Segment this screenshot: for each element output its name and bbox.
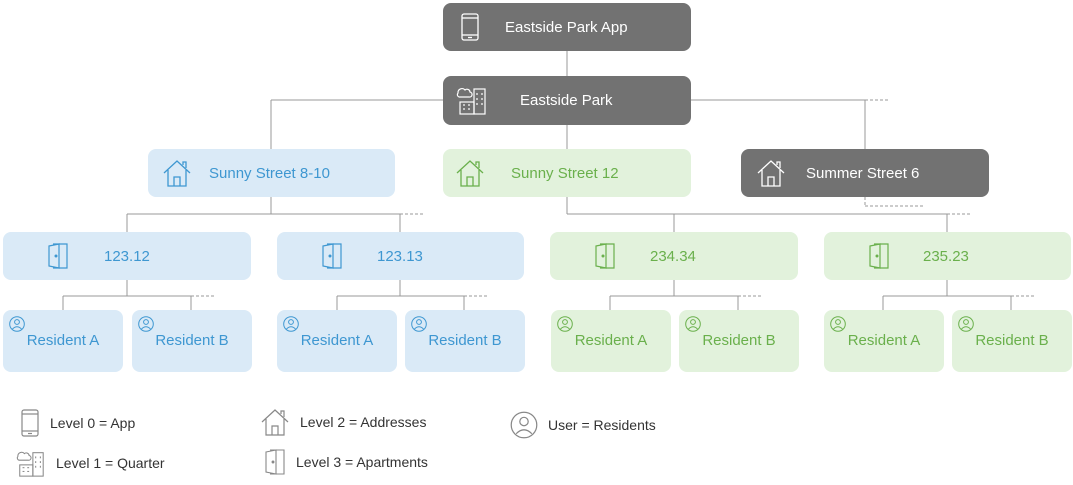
- node-address-label: Sunny Street 8-10: [209, 164, 330, 182]
- node-address-label: Summer Street 6: [806, 164, 920, 182]
- user-icon: [411, 316, 427, 332]
- node-app[interactable]: Eastside Park App: [443, 3, 691, 51]
- user-icon: [685, 316, 701, 332]
- buildings-icon: [16, 451, 44, 477]
- resident-label: Resident A: [300, 332, 374, 349]
- resident-label: Resident B: [975, 332, 1049, 349]
- resident-label: Resident A: [847, 332, 921, 349]
- house-icon: [261, 409, 289, 436]
- legend-level0-label: Level 0 = App: [50, 415, 136, 431]
- resident-node[interactable]: Resident A: [277, 310, 397, 372]
- node-apartment-235-23[interactable]: 235.23: [824, 232, 1071, 280]
- resident-node[interactable]: Resident A: [824, 310, 944, 372]
- resident-node[interactable]: Resident B: [132, 310, 252, 372]
- user-icon: [557, 316, 573, 332]
- legend-level0: Level 0 = App: [20, 409, 135, 437]
- resident-label: Resident A: [26, 332, 100, 349]
- legend-level3: Level 3 = Apartments: [264, 449, 428, 475]
- house-icon: [163, 160, 191, 187]
- resident-label: Resident B: [428, 332, 502, 349]
- resident-label: Resident B: [155, 332, 229, 349]
- node-quarter[interactable]: Eastside Park: [443, 76, 691, 125]
- node-apartment-123-13[interactable]: 123.13: [277, 232, 524, 280]
- node-apartment-label: 123.12: [104, 247, 150, 265]
- user-icon: [510, 411, 538, 439]
- resident-node[interactable]: Resident B: [952, 310, 1072, 372]
- node-apartment-123-12[interactable]: 123.12: [3, 232, 251, 280]
- legend-level1-label: Level 1 = Quarter: [56, 455, 165, 471]
- resident-node[interactable]: Resident B: [405, 310, 525, 372]
- door-icon: [595, 243, 615, 269]
- user-icon: [283, 316, 299, 332]
- house-icon: [456, 160, 484, 187]
- legend-level1: Level 1 = Quarter: [16, 448, 165, 478]
- door-icon: [322, 243, 342, 269]
- legend-level2: Level 2 = Addresses: [260, 407, 426, 437]
- house-icon: [757, 160, 785, 187]
- legend-level2-label: Level 2 = Addresses: [300, 414, 427, 430]
- node-address-label: Sunny Street 12: [511, 164, 619, 182]
- buildings-icon: [456, 88, 486, 115]
- resident-node[interactable]: Resident A: [3, 310, 123, 372]
- phone-icon: [21, 409, 39, 437]
- node-address-sunny-12[interactable]: Sunny Street 12: [443, 149, 691, 197]
- door-icon: [265, 449, 285, 475]
- door-icon: [869, 243, 889, 269]
- node-apartment-label: 234.34: [650, 247, 696, 265]
- node-apartment-label: 123.13: [377, 247, 423, 265]
- node-address-summer-6[interactable]: Summer Street 6: [741, 149, 989, 197]
- node-quarter-label: Eastside Park: [520, 92, 613, 109]
- node-address-sunny-8-10[interactable]: Sunny Street 8-10: [148, 149, 395, 197]
- node-app-label: Eastside Park App: [505, 18, 628, 36]
- phone-icon: [461, 13, 479, 41]
- user-icon: [9, 316, 25, 332]
- node-apartment-label: 235.23: [923, 247, 969, 265]
- legend-user-label: User = Residents: [548, 417, 656, 433]
- legend-user: User = Residents: [510, 411, 656, 439]
- user-icon: [138, 316, 154, 332]
- resident-node[interactable]: Resident B: [679, 310, 799, 372]
- legend-level3-label: Level 3 = Apartments: [296, 454, 428, 470]
- resident-node[interactable]: Resident A: [551, 310, 671, 372]
- node-apartment-234-34[interactable]: 234.34: [550, 232, 798, 280]
- resident-label: Resident A: [574, 332, 648, 349]
- user-icon: [830, 316, 846, 332]
- resident-label: Resident B: [702, 332, 776, 349]
- user-icon: [958, 316, 974, 332]
- door-icon: [48, 243, 68, 269]
